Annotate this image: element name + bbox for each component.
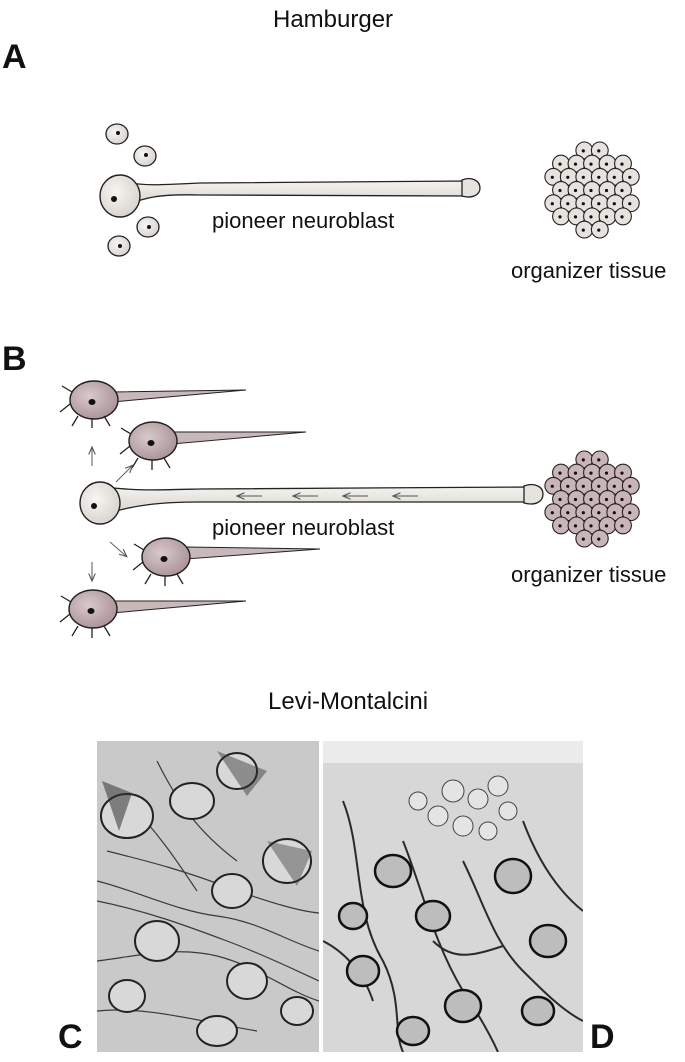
tissue-cell-nucleus: [589, 471, 593, 475]
tissue-cell-nucleus: [581, 511, 585, 515]
panel-letter-c: C: [58, 1018, 83, 1056]
tissue-cell-nucleus: [558, 188, 562, 193]
tissue-cell-nucleus: [566, 175, 570, 179]
tissue-cell-nucleus: [597, 149, 601, 153]
tissue-cell-nucleus: [620, 215, 624, 219]
bottom-title: Levi-Montalcini: [268, 688, 429, 715]
panel-b-target-label: organizer tissue: [511, 562, 667, 587]
tissue-cell-nucleus: [589, 524, 593, 528]
tissue-cell-nucleus: [573, 471, 578, 475]
differentiated-neuron: [59, 380, 247, 428]
tissue-cell-nucleus: [604, 471, 609, 475]
tissue-cell-nucleus: [628, 175, 632, 179]
panel-a-neuroblast-label: pioneer neuroblast: [212, 208, 395, 233]
tissue-cell-nucleus: [597, 175, 601, 179]
tissue-cell-nucleus: [597, 484, 601, 488]
tissue-cell-nucleus: [604, 497, 609, 502]
micrograph-d-drawing: [323, 741, 583, 1052]
tissue-cell-nucleus: [612, 202, 616, 206]
tissue-cell-nucleus: [573, 162, 578, 166]
panel-letter-d: D: [590, 1018, 615, 1056]
panel-a-small-cell: [107, 235, 131, 257]
tissue-cell-nucleus: [581, 175, 585, 179]
tissue-cell-nucleus: [620, 188, 624, 193]
panel-a-small-cell: [133, 145, 157, 167]
tissue-cell-nucleus: [573, 497, 578, 502]
migration-arrows: [92, 448, 132, 580]
tissue-cell-nucleus: [597, 228, 601, 232]
tissue-cell-nucleus: [628, 202, 632, 206]
tissue-cell-nucleus: [589, 215, 593, 219]
panel-b-pioneer-neuroblast: [79, 481, 544, 525]
tissue-cell-nucleus: [604, 215, 609, 219]
differentiated-neuron: [132, 537, 321, 586]
tissue-cell-nucleus: [566, 511, 570, 515]
tissue-cell-nucleus: [597, 511, 601, 515]
tissue-cell-nucleus: [628, 484, 632, 488]
tissue-cell-nucleus: [566, 202, 570, 206]
panel-a-small-cell: [105, 123, 129, 145]
tissue-cell-nucleus: [558, 471, 562, 475]
tissue-cell-nucleus: [573, 524, 578, 528]
tissue-cell-nucleus: [612, 484, 616, 488]
tissue-cell-nucleus: [620, 162, 624, 166]
panel-letter-b: B: [2, 340, 27, 378]
tissue-cell-nucleus: [620, 497, 624, 502]
tissue-cell-nucleus: [597, 202, 601, 206]
panel-b-drawing: [59, 380, 640, 638]
tissue-cell-nucleus: [604, 188, 609, 193]
tissue-cell-nucleus: [589, 497, 593, 502]
panel-a-organizer-tissue: [544, 141, 640, 239]
tissue-cell-nucleus: [597, 537, 601, 541]
differentiated-neuron: [59, 589, 247, 638]
tissue-cell-nucleus: [558, 524, 562, 528]
micrograph-c: [97, 741, 319, 1052]
tissue-cell-nucleus: [550, 175, 554, 179]
tissue-cell-nucleus: [581, 228, 585, 232]
panel-letter-a: A: [2, 38, 27, 76]
tissue-cell-nucleus: [550, 484, 554, 488]
tissue-cell-nucleus: [589, 188, 593, 193]
tissue-cell-nucleus: [620, 524, 624, 528]
panel-a-drawing: [99, 123, 640, 257]
tissue-cell-nucleus: [573, 215, 578, 219]
tissue-cell-nucleus: [558, 162, 562, 166]
tissue-cell-nucleus: [628, 511, 632, 515]
tissue-cell-nucleus: [581, 202, 585, 206]
panel-b-organizer-tissue: [544, 450, 640, 548]
panel-b-neuroblast-label: pioneer neuroblast: [212, 515, 395, 540]
tissue-cell-nucleus: [604, 524, 609, 528]
panel-a-pioneer-neuroblast: [99, 174, 481, 218]
tissue-cell-nucleus: [550, 202, 554, 206]
tissue-cell-nucleus: [581, 484, 585, 488]
tissue-cell-nucleus: [558, 215, 562, 219]
panel-a-target-label: organizer tissue: [511, 258, 667, 283]
tissue-cell-nucleus: [604, 162, 609, 166]
tissue-cell-nucleus: [550, 511, 554, 515]
tissue-cell-nucleus: [581, 149, 585, 153]
tissue-cell-nucleus: [597, 458, 601, 462]
tissue-cell-nucleus: [620, 471, 624, 475]
differentiated-neuron: [119, 421, 307, 470]
tissue-cell-nucleus: [612, 175, 616, 179]
tissue-cell-nucleus: [558, 497, 562, 502]
micrograph-d: [323, 741, 583, 1052]
panel-a-small-cell: [136, 216, 160, 238]
tissue-cell-nucleus: [589, 162, 593, 166]
schematic-diagram: [59, 123, 640, 638]
tissue-cell-nucleus: [581, 458, 585, 462]
micrograph-c-drawing: [97, 741, 319, 1052]
tissue-cell-nucleus: [581, 537, 585, 541]
tissue-cell-nucleus: [566, 484, 570, 488]
tissue-cell-nucleus: [573, 188, 578, 193]
tissue-cell-nucleus: [612, 511, 616, 515]
top-title: Hamburger: [273, 6, 394, 33]
